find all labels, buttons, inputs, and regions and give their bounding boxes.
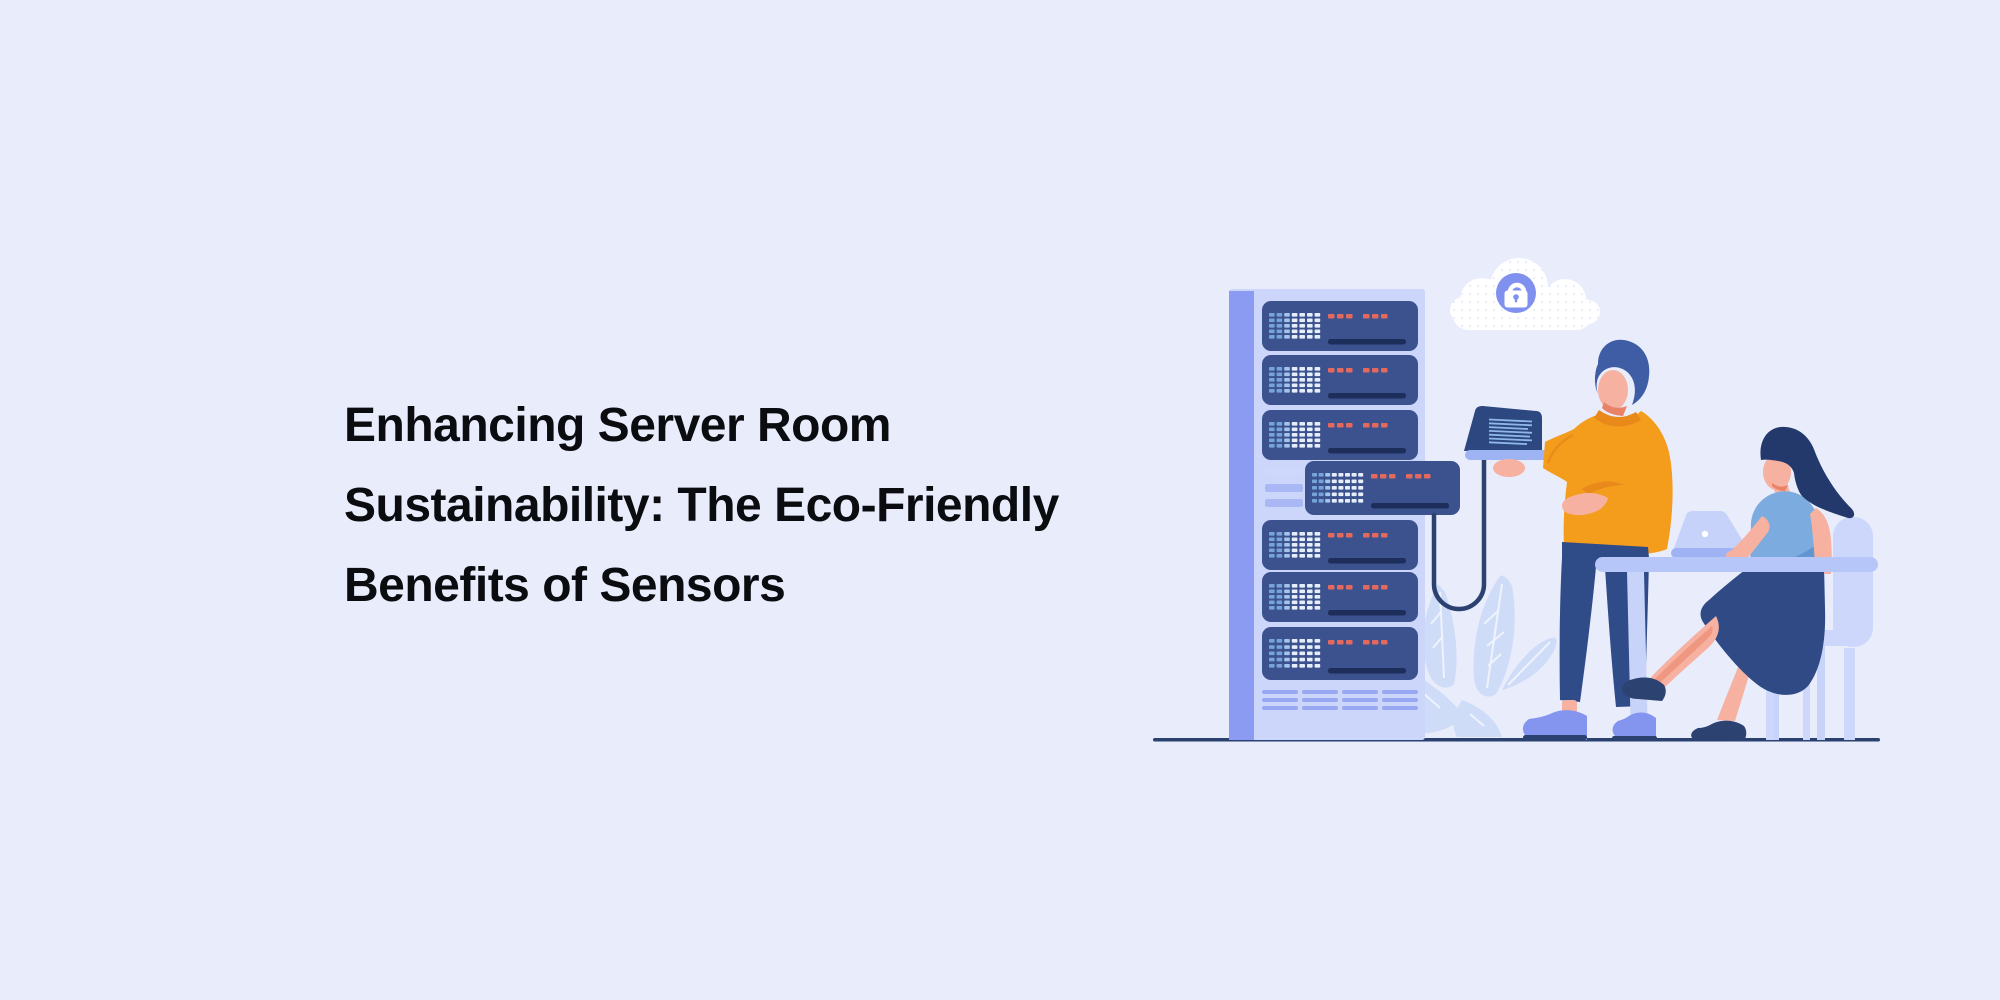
standing-man <box>1464 339 1673 716</box>
rack-empty-slot <box>1265 499 1303 507</box>
sweater-collar <box>1594 410 1641 427</box>
unit-slot-bar <box>1328 668 1406 674</box>
unit-slot-bar <box>1328 610 1406 616</box>
woman-shoe-dangling <box>1622 677 1666 701</box>
unit-grid <box>1269 584 1321 610</box>
laptop-logo-dot <box>1701 530 1709 538</box>
unit-grid <box>1312 473 1364 503</box>
title-line-3: Benefits of Sensors <box>344 559 786 612</box>
vent-slot <box>1302 698 1338 702</box>
vent-slot <box>1342 698 1378 702</box>
page-title: Enhancing Server Room Sustainability: Th… <box>344 386 1059 626</box>
vent-slot <box>1262 690 1298 694</box>
unit-grid <box>1269 639 1321 668</box>
vent-slot <box>1262 698 1298 702</box>
man-ankle <box>1562 700 1577 713</box>
unit-slot-bar <box>1371 503 1449 509</box>
woman-near-arm <box>1726 516 1770 560</box>
sleeve-crease <box>1546 433 1574 464</box>
man-chin-shadow <box>1602 402 1627 416</box>
server-unit <box>1262 301 1418 351</box>
vent-slot <box>1382 698 1418 702</box>
status-leds <box>1328 585 1388 590</box>
vent-slot <box>1262 706 1298 710</box>
plant-icon <box>1409 575 1557 737</box>
server-unit <box>1262 410 1418 460</box>
man-shoes <box>1522 710 1657 741</box>
rack-vents <box>1262 690 1418 710</box>
network-cable <box>1431 453 1487 612</box>
vent-slot <box>1342 706 1378 710</box>
hero-illustration <box>1153 258 1880 742</box>
pulled-server-unit <box>1305 461 1460 515</box>
man-pants <box>1559 542 1649 707</box>
unit-slot-bar <box>1328 393 1406 399</box>
woman-skirt <box>1700 566 1826 695</box>
leg-shading <box>1652 626 1713 686</box>
unit-grid <box>1269 313 1321 339</box>
sweater-fold <box>1582 481 1624 494</box>
server-unit <box>1262 627 1418 680</box>
woman-shoe <box>1691 720 1747 741</box>
unit-slot-bar <box>1328 558 1406 564</box>
status-leds <box>1328 368 1388 373</box>
laptop-icon <box>1464 406 1564 460</box>
man-hair <box>1594 339 1650 405</box>
server-rack <box>1229 289 1425 740</box>
man-hand-under-laptop <box>1493 459 1525 477</box>
status-leds <box>1371 474 1431 479</box>
unit-grid <box>1269 532 1321 558</box>
woman-laptop-icon <box>1671 511 1749 558</box>
rack-side-panel <box>1229 291 1254 740</box>
man-face <box>1598 370 1628 410</box>
woman-chin-shadow <box>1772 483 1788 491</box>
cloud-icon <box>1450 258 1600 330</box>
title-line-1: Enhancing Server Room <box>344 399 891 452</box>
man-gesture-hand <box>1562 493 1608 516</box>
rack-empty-slot <box>1265 484 1303 492</box>
plant-veins <box>1421 583 1551 727</box>
unit-slot-bar <box>1328 339 1406 345</box>
status-leds <box>1328 314 1388 319</box>
desk <box>1595 557 1878 572</box>
chair-back <box>1833 517 1873 647</box>
vent-slot <box>1382 706 1418 710</box>
server-unit <box>1262 572 1418 622</box>
rack-empty-slot <box>1265 467 1303 476</box>
status-leds <box>1328 533 1388 538</box>
status-leds <box>1328 423 1388 428</box>
laptop-screen-text <box>1488 418 1533 445</box>
server-unit <box>1262 355 1418 405</box>
vent-slot <box>1382 690 1418 694</box>
status-leds <box>1328 640 1388 645</box>
vent-slot <box>1302 690 1338 694</box>
unit-slot-bar <box>1328 448 1406 454</box>
vent-slot <box>1302 706 1338 710</box>
laptop-base <box>1465 450 1564 460</box>
server-unit <box>1262 520 1418 570</box>
lock-icon <box>1496 273 1536 313</box>
vent-slot <box>1342 690 1378 694</box>
title-line-2: Sustainability: The Eco-Friendly <box>344 479 1059 532</box>
unit-grid <box>1269 422 1321 448</box>
woman-hair <box>1760 426 1855 519</box>
unit-grid <box>1269 367 1321 393</box>
